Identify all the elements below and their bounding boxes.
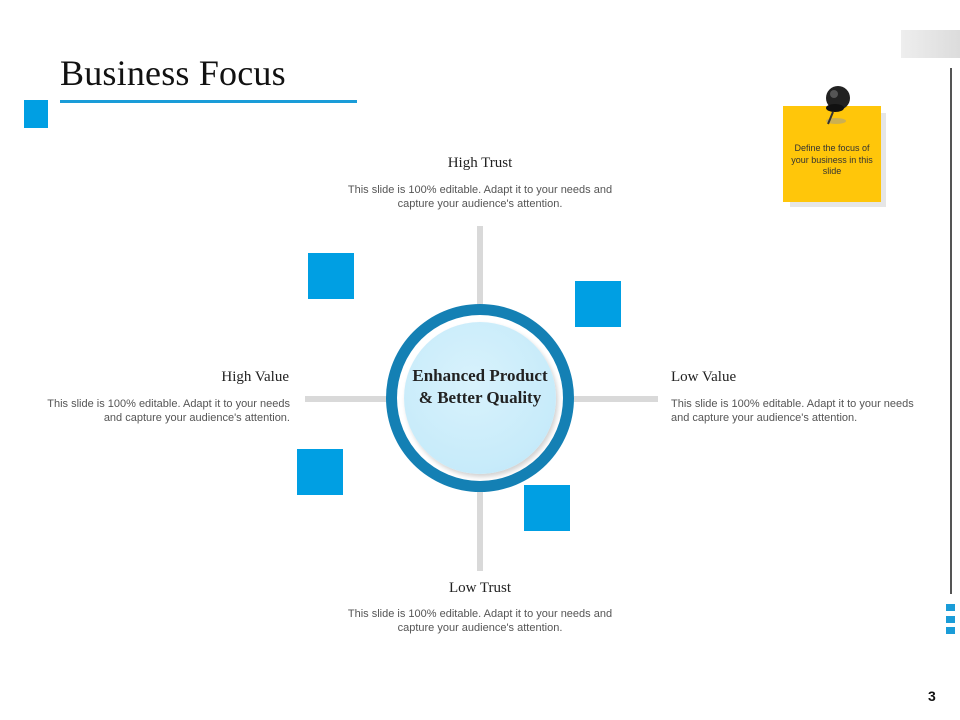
dot (946, 615, 955, 623)
low-trust-label: Low Trust (448, 580, 512, 596)
low-trust-description: This slide is 100% editable. Adapt it to… (347, 608, 613, 634)
progress-dots (946, 604, 955, 639)
axis-bottom (477, 489, 483, 571)
high-value-description: This slide is 100% editable. Adapt it to… (47, 398, 290, 424)
right-divider (950, 68, 952, 594)
high-trust-description: This slide is 100% editable. Adapt it to… (347, 184, 613, 210)
quadrant-square-top-right (575, 281, 621, 327)
accent-square (24, 100, 48, 128)
title-underline (60, 100, 357, 103)
high-value-label: High Value (221, 369, 289, 385)
page-title: Business Focus (60, 53, 286, 93)
high-trust-label: High Trust (447, 155, 513, 171)
axis-right (574, 396, 658, 402)
low-value-description: This slide is 100% editable. Adapt it to… (671, 398, 914, 424)
center-circle (404, 322, 556, 474)
page-number: 3 (928, 688, 936, 704)
dot (946, 627, 955, 634)
pushpin-icon (826, 86, 850, 125)
note-text: Define the focus of your business in thi… (791, 143, 873, 176)
axis-top (477, 226, 483, 310)
low-value-label: Low Value (671, 369, 737, 385)
dot (946, 604, 955, 611)
corner-tab (901, 30, 960, 58)
center-text: Enhanced Product & Better Quality (412, 366, 548, 407)
quadrant-square-bottom-right (524, 485, 570, 531)
quadrant-square-top-left (308, 253, 354, 299)
axis-left (305, 396, 389, 402)
quadrant-square-bottom-left (297, 449, 343, 495)
